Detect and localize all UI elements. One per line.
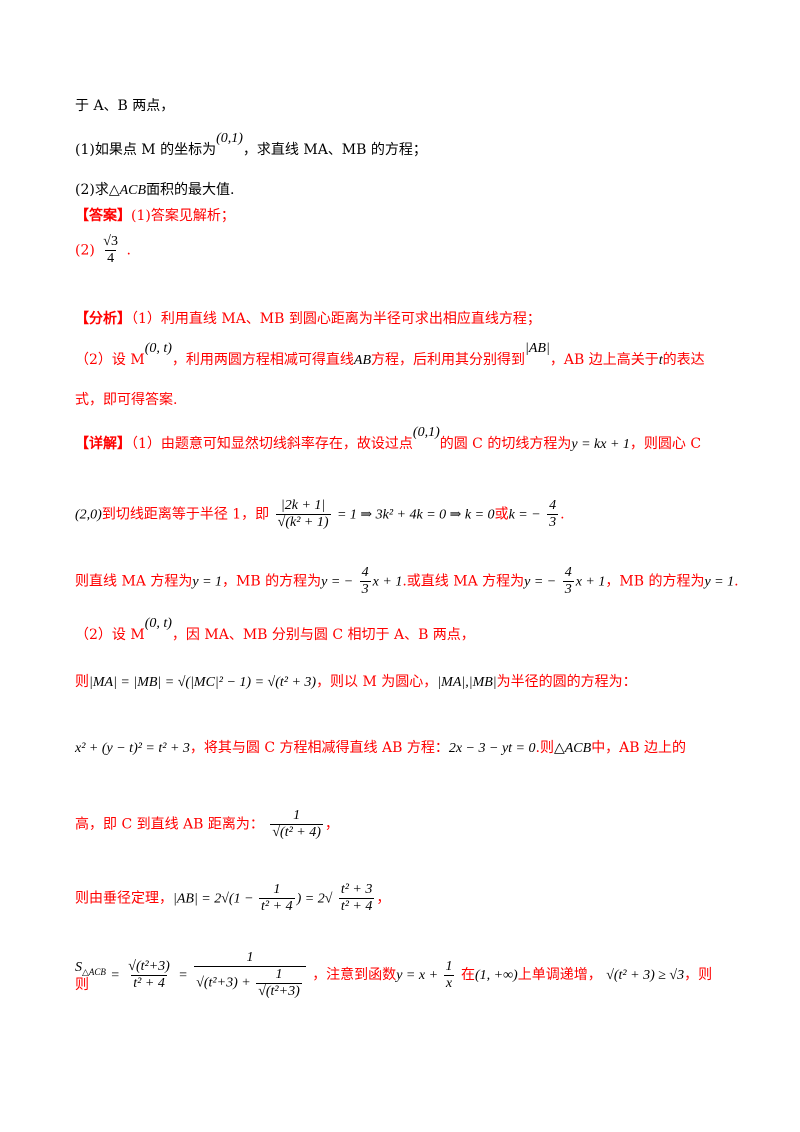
question-2: (2)求△ACB面积的最大值. — [75, 182, 235, 198]
analysis-line-3: 式，即可得答案. — [75, 392, 178, 408]
detail-line-1: 【详解】（1）由题意可知显然切线斜率存在，故设过点(0,1)的圆 C 的切线方程… — [75, 425, 702, 452]
fraction: √(t²+3)t² + 4 — [128, 958, 170, 991]
detail-line-7: 高，即 C 到直线 AB 距离为： 1√(t² + 4)， — [75, 808, 339, 840]
fraction: 1√(t² + 4) — [270, 808, 323, 840]
detail-line-9: S△ACB = √(t²+3)t² + 4 = 1√(t²+3) + 1√(t²… — [75, 950, 713, 1000]
detail-line-2: (2,0)到切线距离等于半径 1，即 |2k + 1|√(k² + 1) = 1… — [75, 498, 565, 530]
fraction: |2k + 1|√(k² + 1) — [275, 498, 331, 530]
math-point: (0,1) — [216, 131, 243, 146]
fraction: 1√(t²+3) + 1√(t²+3) — [194, 950, 306, 1000]
text-line-1: 于 A、B 两点， — [75, 98, 175, 114]
detail-line-4: （2）设 M(0, t)，因 MA、MB 分别与圆 C 相切于 A、B 两点， — [75, 616, 475, 643]
question-1: (1)如果点 M 的坐标为(0,1)，求直线 MA、MB 的方程； — [75, 131, 427, 158]
answer-line: 【答案】(1)答案见解析； — [75, 208, 235, 224]
analysis-line-2: （2）设 M(0, t)，利用两圆方程相减可得直线AB方程，后利用其分别得到|A… — [75, 341, 705, 368]
analysis-line-1: 【分析】（1）利用直线 MA、MB 到圆心距离为半径可求出相应直线方程； — [75, 311, 541, 327]
detail-line-9-prefix: 则 — [75, 977, 89, 993]
detail-line-5: 则|MA| = |MB| = √(|MC|² − 1) = √(t² + 3)，… — [75, 674, 637, 690]
detail-line-6: x² + (y − t)² = t² + 3，将其与圆 C 方程相减得直线 AB… — [75, 740, 687, 756]
